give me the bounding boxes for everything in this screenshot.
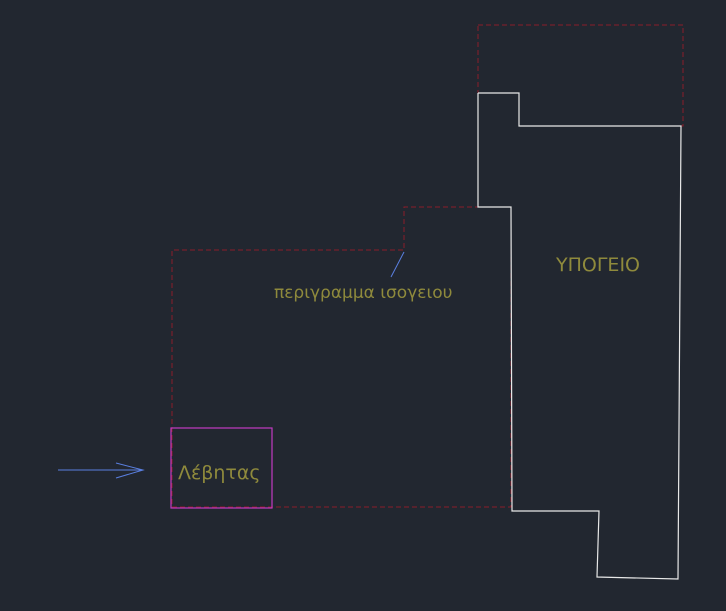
outline-leader-line: [390, 251, 405, 278]
boiler-label: Λέβητας: [178, 462, 261, 484]
basement-label: ΥΠΟΓΕΙΟ: [555, 254, 640, 276]
boiler-room-outline: [170, 427, 273, 509]
arrow-right-icon: [58, 462, 145, 479]
basement-outline: [477, 92, 682, 580]
ground-floor-outline-label: περιγραμμα ισογειου: [274, 283, 452, 303]
